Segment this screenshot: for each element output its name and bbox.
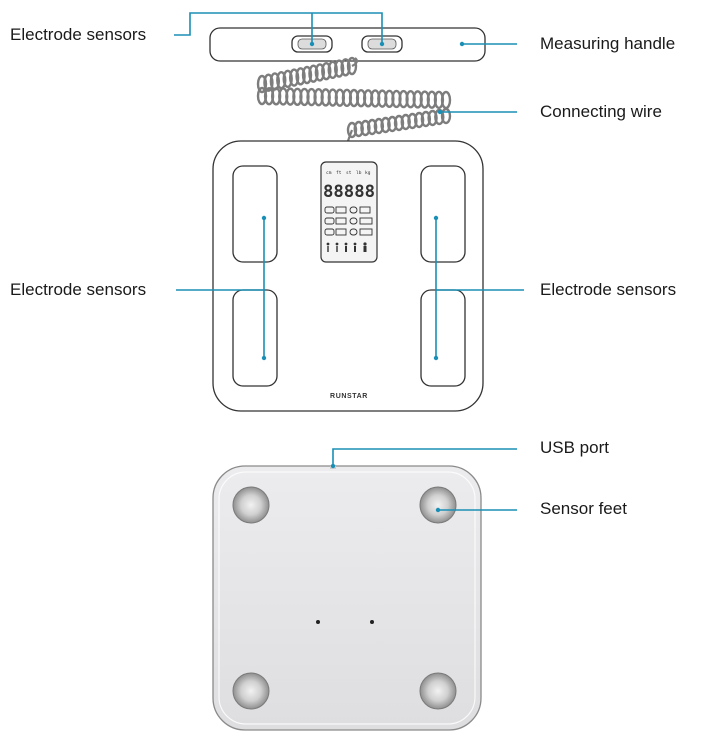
wire-coil-loop [301, 65, 313, 85]
wire-coil-loop [321, 61, 332, 81]
dot-handle-right [379, 41, 385, 47]
wire-coil-loop [295, 67, 306, 86]
leader-lines [174, 12, 524, 513]
scale-back [212, 465, 482, 731]
dot-wire [437, 109, 443, 115]
electrode-pad-bottom-right [420, 289, 466, 387]
dot-feet [435, 507, 441, 513]
lcd-display: cm ft st lb kg 88888 [320, 161, 378, 263]
sensor-foot-top-left [232, 486, 270, 524]
wire-coil-loop [333, 59, 345, 78]
dot-left-bottom [261, 355, 267, 361]
label-electrode-sensors-left: Electrode sensors [10, 280, 147, 299]
dot-right-bottom [433, 355, 439, 361]
wire-coil-loop [387, 115, 398, 133]
wire-coil-loop [420, 110, 432, 128]
wire-coil-loop [400, 113, 411, 131]
wire-coil-loop [440, 90, 452, 110]
wire-coil-loop [314, 63, 326, 82]
lcd-unit-cm: cm [326, 171, 332, 176]
lcd-unit-row: cm ft st lb kg [326, 170, 371, 176]
wire-coil-loop [263, 73, 274, 92]
lcd-unit-ft: ft [336, 170, 342, 176]
dot-usb [330, 463, 336, 469]
wire-coil-loop [327, 60, 338, 80]
lcd-unit-lb: lb [356, 170, 362, 176]
lcd-main-digits: 88888 [323, 182, 375, 202]
label-sensor-feet: Sensor feet [540, 499, 627, 518]
scale-front: cm ft st lb kg 88888 [212, 140, 484, 412]
label-connecting-wire: Connecting wire [540, 102, 662, 121]
dot-left-top [261, 215, 267, 221]
electrode-pad-top-right [420, 165, 466, 263]
sensor-foot-bottom-left [232, 672, 270, 710]
electrode-pad-bottom-left [232, 289, 278, 387]
wire-coil-loop [353, 120, 364, 138]
wire-coil-loop [288, 68, 300, 87]
measuring-handle [209, 27, 486, 62]
wire-coil-loop [308, 64, 319, 83]
wire-coil-loop [346, 121, 358, 139]
wire-coil-loop [427, 109, 438, 127]
label-electrode-sensors-top: Electrode sensors [10, 25, 147, 44]
lcd-figure-icons [326, 242, 367, 252]
lcd-indicators [324, 206, 373, 236]
dot-handle [459, 41, 465, 47]
leader-usb [332, 448, 517, 466]
label-measuring-handle: Measuring handle [540, 34, 676, 53]
sensor-foot-bottom-right [419, 672, 457, 710]
wire-coil-loop [256, 74, 268, 94]
electrode-pad-top-left [232, 165, 278, 263]
wire-coil-loop [282, 69, 293, 89]
label-electrode-sensors-right: Electrode sensors [540, 280, 677, 299]
wire-coil-loop [373, 117, 385, 135]
back-hole-left [316, 620, 320, 624]
wire-coil-loop [393, 114, 405, 132]
dot-handle-left [309, 41, 315, 47]
connecting-wire [256, 56, 452, 142]
wire-coil-loop [413, 111, 425, 129]
wire-coil-loop [360, 119, 371, 137]
wire-coil-loop [440, 107, 452, 125]
leader-electrode-top [174, 12, 383, 44]
lcd-unit-kg: kg [365, 170, 371, 176]
wire-coil-loop [380, 116, 391, 134]
label-usb-port: USB port [540, 438, 609, 457]
sensor-foot-top-right [419, 486, 457, 524]
wire-coil-loop [366, 118, 378, 136]
wire-coil-loop [346, 56, 358, 76]
wire-coil-loop [407, 112, 418, 130]
wire-coil-loop [340, 58, 351, 77]
back-hole-right [370, 620, 374, 624]
brand-logo: RUNSTAR [330, 393, 368, 400]
dot-right-top [433, 215, 439, 221]
lcd-unit-st: st [346, 170, 352, 176]
